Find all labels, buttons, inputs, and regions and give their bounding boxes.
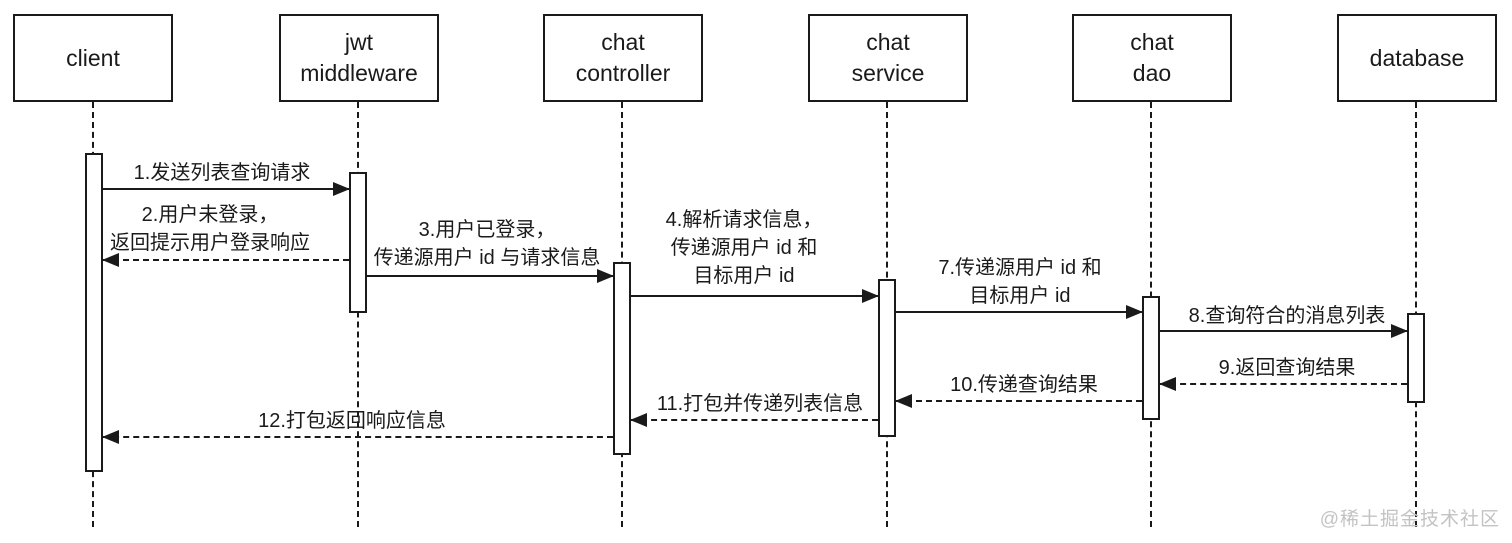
activation-bar-chat-dao [1142, 296, 1160, 420]
message-arrow-4 [631, 289, 879, 303]
message-label-12: 12.打包返回响应信息 [258, 410, 446, 432]
message-label-2: 2.用户未登录， 返回提示用户登录响应 [110, 204, 310, 254]
actor-box-database: database [1337, 14, 1497, 102]
message-label-8: 8.查询符合的消息列表 [1188, 305, 1386, 327]
message-label-1: 1.发送列表查询请求 [133, 162, 311, 184]
message-arrow-11 [630, 413, 878, 427]
message-label-4: 4.解析请求信息， 传递源用户 id 和 目标用户 id [665, 209, 823, 287]
message-arrow-12 [102, 430, 613, 444]
activation-bar-chat-service [878, 279, 896, 437]
actor-box-chat-service: chat service [808, 14, 968, 102]
message-arrow-7 [896, 305, 1143, 319]
message-arrow-10 [895, 394, 1142, 408]
actor-box-client: client [13, 14, 173, 102]
message-label-11: 11.打包并传递列表信息 [656, 393, 864, 415]
activation-bar-chat-controller [613, 262, 631, 455]
message-label-7: 7.传递源用户 id 和 目标用户 id [938, 257, 1102, 307]
activation-bar-client [85, 153, 103, 472]
message-label-3: 3.用户已登录， 传递源用户 id 与请求信息 [373, 219, 601, 269]
message-arrow-9 [1159, 377, 1407, 391]
message-arrow-1 [103, 182, 350, 196]
message-label-10: 10.传递查询结果 [950, 374, 1098, 396]
message-arrow-2 [102, 253, 349, 267]
watermark: @稀土掘金技术社区 [1319, 509, 1500, 530]
activation-bar-jwt-middleware [349, 172, 367, 313]
actor-box-jwt-middleware: jwt middleware [279, 14, 439, 102]
message-arrow-8 [1160, 324, 1408, 338]
actor-box-chat-dao: chat dao [1072, 14, 1232, 102]
message-arrow-3 [367, 269, 614, 283]
lifeline-jwt-middleware [357, 102, 359, 527]
activation-bar-database [1407, 313, 1425, 403]
actor-box-chat-controller: chat controller [543, 14, 703, 102]
message-label-9: 9.返回查询结果 [1218, 357, 1356, 379]
